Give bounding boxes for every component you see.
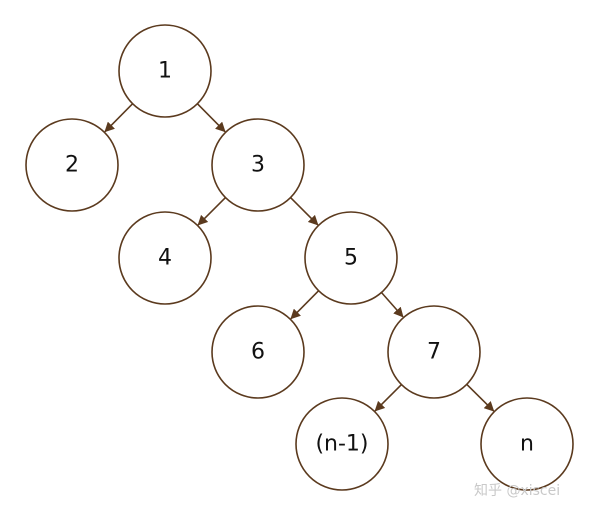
tree-node-n1: 1 xyxy=(118,24,212,118)
edge-n1-n3 xyxy=(196,103,226,133)
node-label: n xyxy=(520,432,534,457)
node-label: 7 xyxy=(427,340,441,365)
tree-node-n5: 5 xyxy=(304,211,398,305)
node-label: (n-1) xyxy=(315,432,368,457)
tree-node-n4: 4 xyxy=(118,211,212,305)
node-label: 1 xyxy=(158,59,172,84)
edge-n7-n9 xyxy=(466,383,495,412)
node-circle xyxy=(295,397,389,491)
node-label: 6 xyxy=(251,340,265,365)
node-circle xyxy=(480,397,574,491)
node-circle xyxy=(211,305,305,399)
tree-node-n2: 2 xyxy=(25,118,119,212)
node-circle xyxy=(118,24,212,118)
tree-node-n3: 3 xyxy=(211,118,305,212)
node-label: 3 xyxy=(251,153,265,178)
node-circle xyxy=(211,118,305,212)
edge-n3-n5 xyxy=(289,196,319,226)
node-circle xyxy=(387,305,481,399)
tree-node-n9: n xyxy=(480,397,574,491)
node-label: 5 xyxy=(344,246,358,271)
edge-n7-n8 xyxy=(374,383,403,412)
nodes-layer: 1 2 3 4 5 6 7 (n-1) n xyxy=(25,24,574,491)
tree-node-n6: 6 xyxy=(211,305,305,399)
tree-node-n7: 7 xyxy=(387,305,481,399)
edge-n5-n7 xyxy=(380,291,404,318)
edge-n1-n2 xyxy=(104,103,134,133)
node-circle xyxy=(118,211,212,305)
edge-n5-n6 xyxy=(290,290,320,320)
node-circle xyxy=(304,211,398,305)
edges-layer xyxy=(104,103,495,412)
node-circle xyxy=(25,118,119,212)
edge-n3-n4 xyxy=(197,196,227,226)
node-label: 2 xyxy=(65,153,79,178)
tree-node-n8: (n-1) xyxy=(295,397,389,491)
watermark: 知乎 @xiscei xyxy=(474,483,561,499)
node-label: 4 xyxy=(158,246,172,271)
